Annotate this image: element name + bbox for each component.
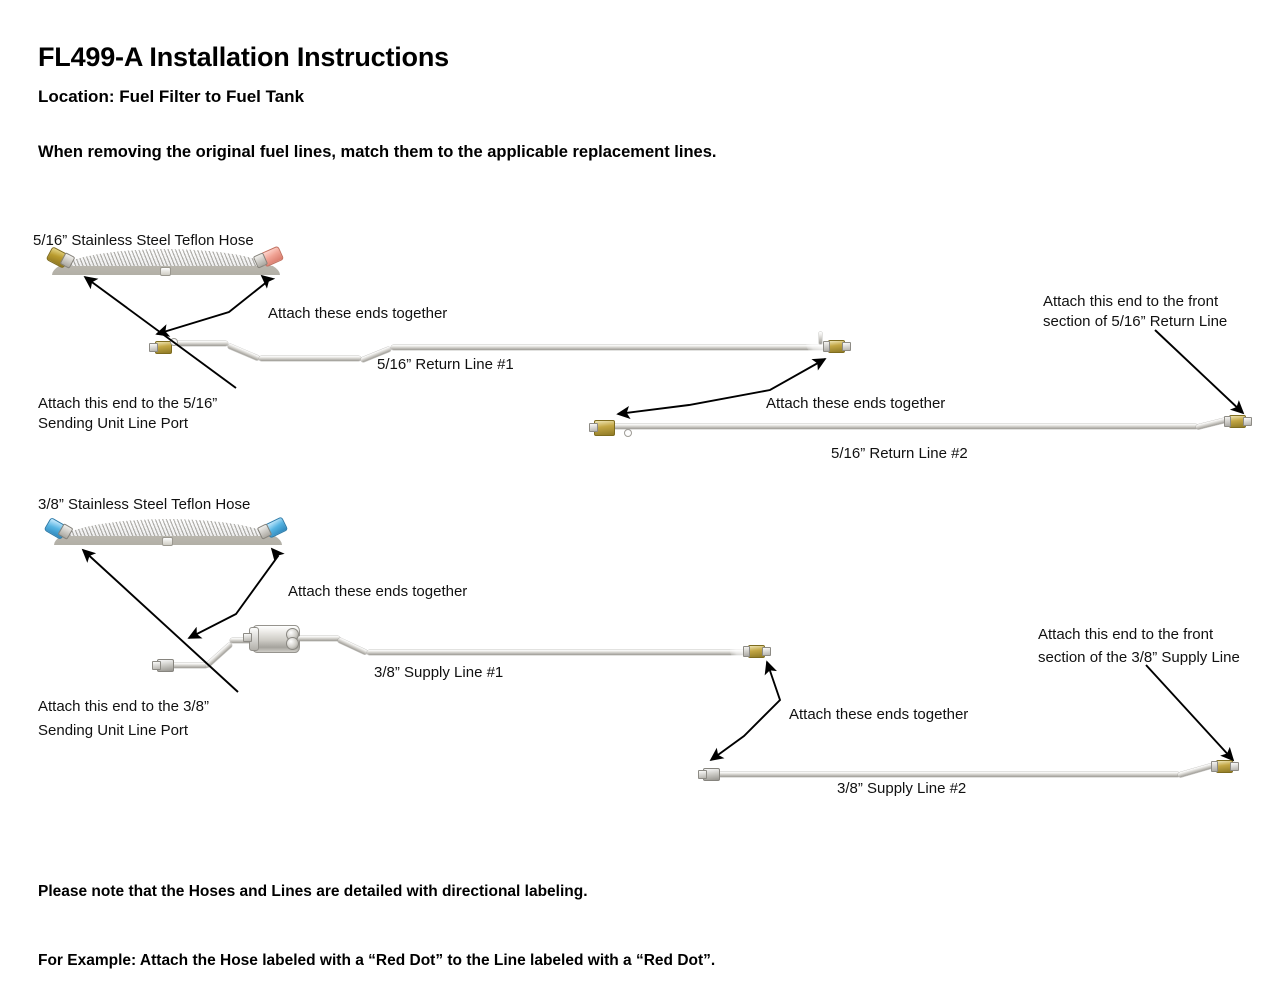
- label-38-front-section-line2: section of the 3/8” Supply Line: [1038, 649, 1240, 666]
- label-516-attach-hose-to-line: Attach these ends together: [268, 305, 448, 322]
- label-516-sending-unit-line2: Sending Unit Line Port: [38, 415, 189, 432]
- label-516-hose: 5/16” Stainless Steel Teflon Hose: [33, 232, 254, 249]
- note-line-2: For Example: Attach the Hose labeled wit…: [38, 951, 716, 969]
- label-38-supply-line-2: 3/8” Supply Line #2: [837, 780, 967, 797]
- arrow-516-front-section: [1154, 329, 1245, 415]
- label-516-return-line-1: 5/16” Return Line #1: [377, 356, 514, 373]
- arrow-38-front-section: [1145, 664, 1235, 762]
- label-38-sending-unit-line1: Attach this end to the 3/8”: [38, 698, 209, 715]
- label-516-attach-lines: Attach these ends together: [766, 395, 946, 412]
- arrow-38-attach-lines: [709, 660, 782, 762]
- label-38-attach-hose-to-line: Attach these ends together: [288, 583, 468, 600]
- label-516-front-section-line2: section of 5/16” Return Line: [1043, 313, 1228, 330]
- label-516-front-section-line1: Attach this end to the front: [1043, 293, 1219, 310]
- label-516-sending-unit-line1: Attach this end to the 5/16”: [38, 395, 218, 412]
- location-subtitle: Location: Fuel Filter to Fuel Tank: [38, 87, 305, 106]
- page-title: FL499-A Installation Instructions: [38, 42, 449, 72]
- note-line-1: Please note that the Hoses and Lines are…: [38, 882, 588, 900]
- label-38-front-section-line1: Attach this end to the front: [1038, 626, 1214, 643]
- hose-516-illustration: [52, 249, 280, 276]
- label-38-sending-unit-line2: Sending Unit Line Port: [38, 722, 189, 739]
- hose-mid-marker: [162, 537, 173, 546]
- label-516-return-line-2: 5/16” Return Line #2: [831, 445, 968, 462]
- intro-instruction: When removing the original fuel lines, m…: [38, 143, 717, 161]
- arrow-516-sending-unit: [83, 275, 237, 389]
- label-38-hose: 3/8” Stainless Steel Teflon Hose: [38, 496, 251, 513]
- arrow-516-attach-hose-to-line: [155, 274, 276, 337]
- label-38-supply-line-1: 3/8” Supply Line #1: [374, 664, 504, 681]
- hose-38-illustration: [54, 519, 282, 546]
- hose-mid-marker: [160, 267, 171, 276]
- directional-labeling-note: Please note that the Hoses and Lines are…: [38, 835, 715, 996]
- label-38-attach-lines: Attach these ends together: [789, 706, 969, 723]
